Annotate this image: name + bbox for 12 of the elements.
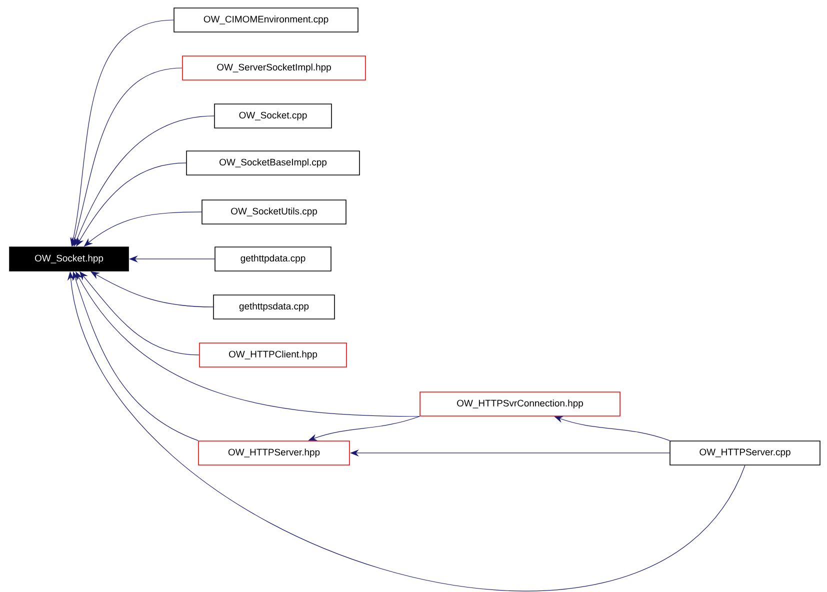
file-box: OW_ServerSocketImpl.hpp <box>182 56 366 80</box>
file-box: OW_Socket.hpp <box>9 246 129 272</box>
file-box: OW_CIMOMEnvironment.cpp <box>174 8 358 32</box>
file-box: gethttpsdata.cpp <box>213 294 335 320</box>
file-box: OW_SocketBaseImpl.cpp <box>186 150 360 176</box>
file-box: OW_HTTPClient.hpp <box>199 342 347 368</box>
file-box: gethttpdata.cpp <box>214 246 332 272</box>
file-box: OW_HTTPSvrConnection.hpp <box>420 392 620 416</box>
file-box: OW_HTTPServer.hpp <box>198 440 350 466</box>
file-box: OW_Socket.cpp <box>214 104 332 128</box>
file-box: OW_SocketUtils.cpp <box>202 200 346 224</box>
file-box: OW_HTTPServer.cpp <box>670 440 820 466</box>
